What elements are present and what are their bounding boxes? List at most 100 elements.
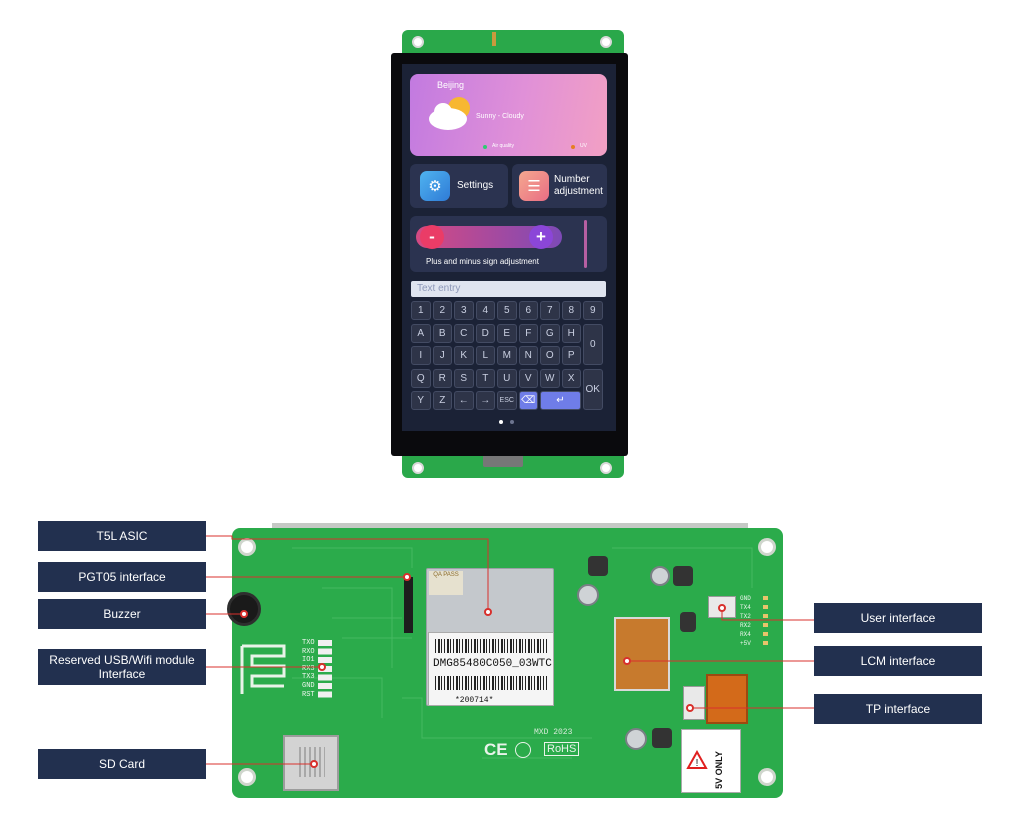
key-u[interactable]: U bbox=[497, 368, 517, 388]
key-5[interactable]: 5 bbox=[497, 301, 517, 320]
key-left[interactable]: ← bbox=[454, 391, 474, 410]
minus-button[interactable]: - bbox=[420, 225, 444, 249]
pin-label: TX3 bbox=[302, 673, 315, 682]
key-i[interactable]: I bbox=[411, 346, 431, 365]
barcode bbox=[435, 639, 547, 653]
mount-hole bbox=[600, 462, 612, 474]
key-a[interactable]: A bbox=[411, 323, 431, 343]
key-j[interactable]: J bbox=[432, 346, 452, 365]
key-p[interactable]: P bbox=[561, 346, 581, 365]
lcm-marker bbox=[623, 657, 631, 665]
key-1[interactable]: 1 bbox=[411, 301, 431, 320]
number-label-line2: adjustment bbox=[554, 186, 603, 197]
mount-hole bbox=[412, 36, 424, 48]
key-v[interactable]: V bbox=[518, 368, 538, 388]
tp-marker bbox=[686, 704, 694, 712]
key-6[interactable]: 6 bbox=[518, 301, 538, 320]
gear-icon: ⚙ bbox=[420, 171, 450, 201]
pin-label: TXO bbox=[302, 639, 315, 647]
key-7[interactable]: 7 bbox=[540, 301, 560, 320]
key-esc[interactable]: ESC bbox=[497, 391, 517, 410]
serial-number: *200714* bbox=[455, 696, 494, 705]
pgt05-marker bbox=[403, 573, 411, 581]
key-n[interactable]: N bbox=[518, 346, 538, 365]
key-9[interactable]: 9 bbox=[583, 301, 603, 320]
plus-button[interactable]: + bbox=[529, 225, 553, 249]
callout-t5l-asic: T5L ASIC bbox=[38, 521, 206, 551]
key-2[interactable]: 2 bbox=[432, 301, 452, 320]
key-l[interactable]: L bbox=[475, 346, 495, 365]
weather-city: Beijing bbox=[437, 80, 465, 90]
settings-tile[interactable]: ⚙ Settings bbox=[410, 164, 508, 208]
key-0[interactable]: 0 bbox=[583, 323, 603, 365]
key-8[interactable]: 8 bbox=[561, 301, 581, 320]
pgt05-header bbox=[404, 577, 413, 633]
key-h[interactable]: H bbox=[561, 323, 581, 343]
key-q[interactable]: Q bbox=[411, 368, 431, 388]
buzzer-part bbox=[227, 592, 261, 626]
pin-label: GND bbox=[302, 681, 315, 690]
pin-label: RXO bbox=[302, 647, 315, 656]
key-e[interactable]: E bbox=[497, 323, 517, 343]
capacitor bbox=[577, 584, 599, 606]
level-bar bbox=[584, 220, 587, 268]
callout-sd-card: SD Card bbox=[38, 749, 206, 779]
key-right[interactable]: → bbox=[475, 391, 495, 410]
text-entry-field[interactable]: Text entry bbox=[411, 281, 606, 297]
mxd-marking: MXD 2023 bbox=[534, 728, 573, 737]
mount-hole bbox=[238, 768, 256, 786]
key-c[interactable]: C bbox=[454, 323, 474, 343]
number-adjustment-tile[interactable]: ☰ Number adjustment bbox=[512, 164, 607, 208]
recycle-icon bbox=[515, 742, 531, 758]
key-d[interactable]: D bbox=[475, 323, 495, 343]
sun-cloud-icon bbox=[429, 97, 470, 130]
page-dot bbox=[510, 420, 514, 424]
wifi-antenna-silk bbox=[240, 644, 286, 694]
key-o[interactable]: O bbox=[540, 346, 560, 365]
ok-key[interactable]: OK bbox=[583, 368, 603, 410]
weather-condition: Sunny - Cloudy bbox=[476, 113, 524, 120]
pin-label: RX3 bbox=[302, 664, 315, 673]
bottom-connector bbox=[483, 455, 523, 467]
mount-hole bbox=[758, 768, 776, 786]
callout-usb-line2: Interface bbox=[98, 667, 146, 681]
key-t[interactable]: T bbox=[475, 368, 495, 388]
key-3[interactable]: 3 bbox=[454, 301, 474, 320]
key-s[interactable]: S bbox=[454, 368, 474, 388]
number-label-line1: Number bbox=[554, 174, 590, 185]
inductor bbox=[652, 728, 672, 748]
board-edge bbox=[272, 523, 748, 529]
adjust-bar[interactable] bbox=[416, 226, 562, 248]
key-m[interactable]: M bbox=[497, 346, 517, 365]
key-4[interactable]: 4 bbox=[475, 301, 495, 320]
key-z[interactable]: Z bbox=[432, 391, 452, 410]
key-x[interactable]: X bbox=[561, 368, 581, 388]
lcm-fpc bbox=[614, 617, 670, 691]
key-r[interactable]: R bbox=[432, 368, 452, 388]
ce-mark: CE bbox=[484, 740, 508, 759]
key-w[interactable]: W bbox=[540, 368, 560, 388]
air-quality-dot bbox=[483, 145, 487, 149]
user-marker bbox=[718, 604, 726, 612]
user-pin-pads bbox=[763, 596, 768, 650]
warning-sticker: ! bbox=[681, 729, 741, 793]
pin-label: GND bbox=[740, 595, 751, 602]
key-y[interactable]: Y bbox=[411, 391, 431, 410]
weather-card[interactable]: Beijing Sunny - Cloudy Air quality UV bbox=[410, 74, 607, 156]
key-b[interactable]: B bbox=[432, 323, 452, 343]
callout-lcm-interface: LCM interface bbox=[814, 646, 982, 676]
enter-icon[interactable]: ↵ bbox=[540, 391, 581, 410]
barcode-label bbox=[428, 632, 554, 706]
pin-label: TX4 bbox=[740, 604, 751, 611]
callout-usb-line1: Reserved USB/Wifi module bbox=[49, 653, 195, 667]
backspace-icon[interactable]: ⌫ bbox=[518, 391, 538, 410]
capacitor bbox=[625, 728, 647, 750]
key-f[interactable]: F bbox=[518, 323, 538, 343]
pcb-traces bbox=[292, 547, 753, 759]
pin-label: RST bbox=[302, 690, 315, 699]
key-g[interactable]: G bbox=[540, 323, 560, 343]
barcode bbox=[435, 676, 547, 690]
key-k[interactable]: K bbox=[454, 346, 474, 365]
plus-minus-card: - + Plus and minus sign adjustment bbox=[410, 216, 607, 272]
